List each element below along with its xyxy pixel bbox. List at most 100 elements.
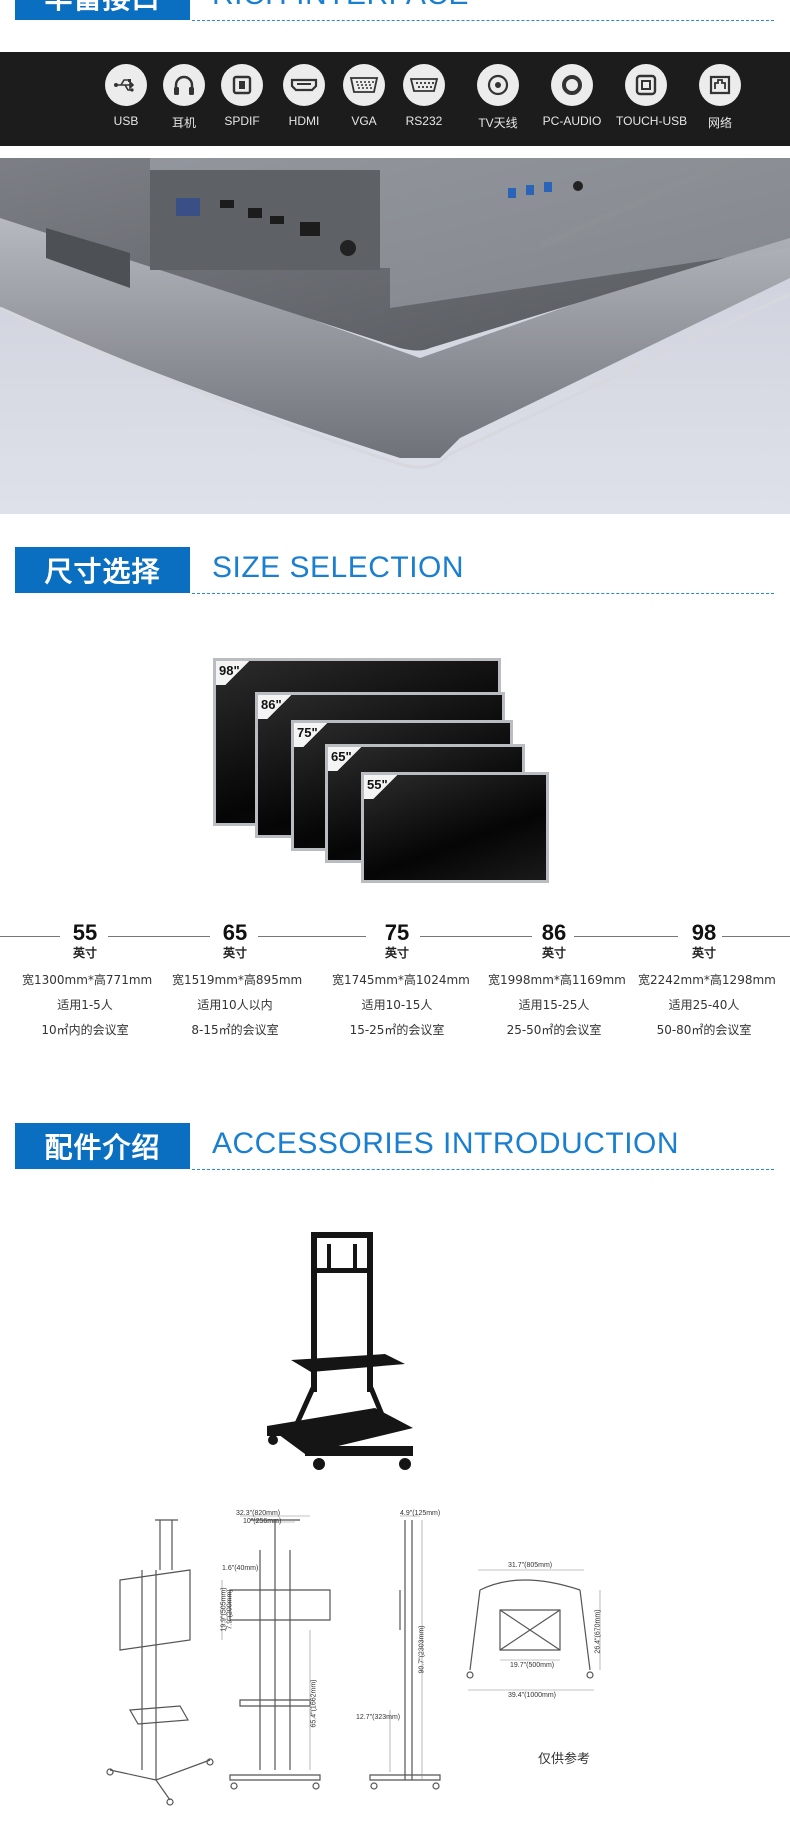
port-pc-audio: PC-AUDIO xyxy=(542,64,602,128)
interface-section-header: 丰富接口 RICH INTERFACE xyxy=(0,0,790,24)
screen-tag: 86" xyxy=(258,695,294,719)
size-section-header: 尺寸选择 SIZE SELECTION xyxy=(0,547,790,597)
connector-line xyxy=(574,936,678,937)
connector-line xyxy=(420,936,532,937)
size-unit: 英寸 xyxy=(72,946,97,960)
size-number: 55 xyxy=(72,920,98,945)
size-unit: 英寸 xyxy=(222,946,247,960)
dim-base-w2: 19.7"(500mm) xyxy=(510,1662,555,1669)
interface-photo xyxy=(0,158,790,514)
headphone-icon xyxy=(163,64,205,106)
size-option-86: 86 英寸 宽1998mm*高1169mm 适用15-25人 25-50㎡的会议… xyxy=(488,920,626,1043)
port-touch-usb: TOUCH-USB xyxy=(616,64,688,128)
dim-base-w3: 39.4"(1000mm) xyxy=(508,1692,557,1699)
dim-top-width: 32.3"(820mm) xyxy=(236,1510,281,1517)
screen-55: 55" xyxy=(361,772,549,883)
connector-line xyxy=(258,936,366,937)
size-option-98: 98 英寸 宽2242mm*高1298mm 适用25-40人 50-80㎡的会议… xyxy=(638,920,776,1043)
dim-base-w1: 31.7"(805mm) xyxy=(508,1562,553,1569)
size-unit: 英寸 xyxy=(384,946,409,960)
dim-total-h: 90.7"(2303mm) xyxy=(418,1625,426,1674)
size-room: 15-25㎡的会议室 xyxy=(349,1023,445,1037)
screen-size-comparison: 98" 86" 75" 65" 55" xyxy=(210,655,550,885)
vga-icon xyxy=(343,64,385,106)
size-unit: 英寸 xyxy=(691,946,716,960)
port-network: 网络 xyxy=(690,64,750,131)
network-icon xyxy=(699,64,741,106)
section-title-en: SIZE SELECTION xyxy=(212,551,465,584)
size-options-row: 55 英寸 宽1300mm*高771mm 适用1-5人 10㎡内的会议室 65 … xyxy=(0,920,790,1040)
screen-tag: 55" xyxy=(364,775,400,799)
port-label: PC-AUDIO xyxy=(542,114,602,128)
port-vga: VGA xyxy=(334,64,394,128)
screen-tag: 75" xyxy=(294,723,330,747)
port-tv-antenna: TV天线 xyxy=(468,64,528,131)
section-title-cn: 丰富接口 xyxy=(15,0,190,20)
section-divider xyxy=(192,1169,774,1170)
section-title-en: RICH INTERFACE xyxy=(212,0,469,12)
dim-gap-small: 1.6"(40mm) xyxy=(222,1565,259,1572)
port-rs232: RS232 xyxy=(394,64,454,128)
dim-plate-h2: 7.9"(200mm) xyxy=(226,1589,234,1630)
size-people: 适用25-40人 xyxy=(668,998,740,1012)
port-usb: USB xyxy=(96,64,156,128)
size-dimensions: 宽1745mm*高1024mm xyxy=(332,973,470,987)
dim-depth-top: 4.9"(125mm) xyxy=(400,1510,441,1517)
size-dimensions: 宽1998mm*高1169mm xyxy=(488,973,626,987)
mobile-stand-photo xyxy=(255,1228,425,1488)
size-number: 65 xyxy=(222,920,248,945)
pc-audio-icon xyxy=(551,64,593,106)
ports-bar: USB 耳机 SPDIF HDMI VGA RS232 TV天线 xyxy=(0,52,790,146)
dim-shelf-h: 12.7"(323mm) xyxy=(356,1714,401,1721)
hdmi-icon xyxy=(283,64,325,106)
size-option-55: 55 英寸 宽1300mm*高771mm 适用1-5人 10㎡内的会议室 xyxy=(22,920,153,1043)
section-title-en: ACCESSORIES INTRODUCTION xyxy=(212,1127,680,1160)
size-people: 适用10-15人 xyxy=(361,998,433,1012)
size-option-65: 65 英寸 宽1519mm*高895mm 适用10人以内 8-15㎡的会议室 xyxy=(172,920,303,1043)
port-label: TV天线 xyxy=(478,116,518,130)
port-hdmi: HDMI xyxy=(274,64,334,128)
spdif-icon xyxy=(221,64,263,106)
section-title-cn: 配件介绍 xyxy=(15,1123,190,1169)
screen-tag: 65" xyxy=(328,747,364,771)
size-room: 10㎡内的会议室 xyxy=(41,1023,129,1037)
size-room: 8-15㎡的会议室 xyxy=(191,1023,279,1037)
section-divider xyxy=(192,593,774,594)
port-label: 网络 xyxy=(707,116,732,130)
usb-icon xyxy=(105,64,147,106)
port-label: 耳机 xyxy=(171,116,196,130)
dim-base-d: 26.4"(670mm) xyxy=(594,1609,602,1654)
dim-column-h: 65.4"(1662mm) xyxy=(310,1679,318,1728)
size-room: 50-80㎡的会议室 xyxy=(656,1023,752,1037)
dim-mount-width: 10"(256mm) xyxy=(243,1518,282,1525)
size-number: 75 xyxy=(384,920,410,945)
size-dimensions: 宽2242mm*高1298mm xyxy=(638,973,776,987)
connector-line xyxy=(108,936,210,937)
port-label: USB xyxy=(113,114,139,128)
rs232-icon xyxy=(403,64,445,106)
size-people: 适用10人以内 xyxy=(197,998,273,1012)
size-number: 86 xyxy=(541,920,567,945)
section-title-cn: 尺寸选择 xyxy=(15,547,190,593)
port-label: VGA xyxy=(351,114,377,128)
size-dimensions: 宽1519mm*高895mm xyxy=(172,973,303,987)
size-option-75: 75 英寸 宽1745mm*高1024mm 适用10-15人 15-25㎡的会议… xyxy=(332,920,470,1043)
size-number: 98 xyxy=(691,920,717,945)
size-people: 适用15-25人 xyxy=(518,998,590,1012)
accessories-section-header: 配件介绍 ACCESSORIES INTRODUCTION xyxy=(0,1123,790,1173)
port-label: TOUCH-USB xyxy=(616,114,688,128)
screen-tag: 98" xyxy=(216,661,252,685)
size-unit: 英寸 xyxy=(541,946,566,960)
stand-dimension-drawings: 32.3"(820mm) 10"(256mm) 1.6"(40mm) 19.9"… xyxy=(100,1510,660,1810)
size-people: 适用1-5人 xyxy=(57,998,113,1012)
port-label: HDMI xyxy=(288,114,320,128)
reference-note: 仅供参考 xyxy=(538,1752,591,1767)
connector-line xyxy=(722,936,790,937)
port-label: RS232 xyxy=(405,114,443,128)
size-dimensions: 宽1300mm*高771mm xyxy=(22,973,153,987)
tv-antenna-icon xyxy=(477,64,519,106)
section-divider xyxy=(192,20,774,21)
touch-usb-icon xyxy=(625,64,667,106)
port-label: SPDIF xyxy=(224,114,260,128)
size-room: 25-50㎡的会议室 xyxy=(506,1023,602,1037)
